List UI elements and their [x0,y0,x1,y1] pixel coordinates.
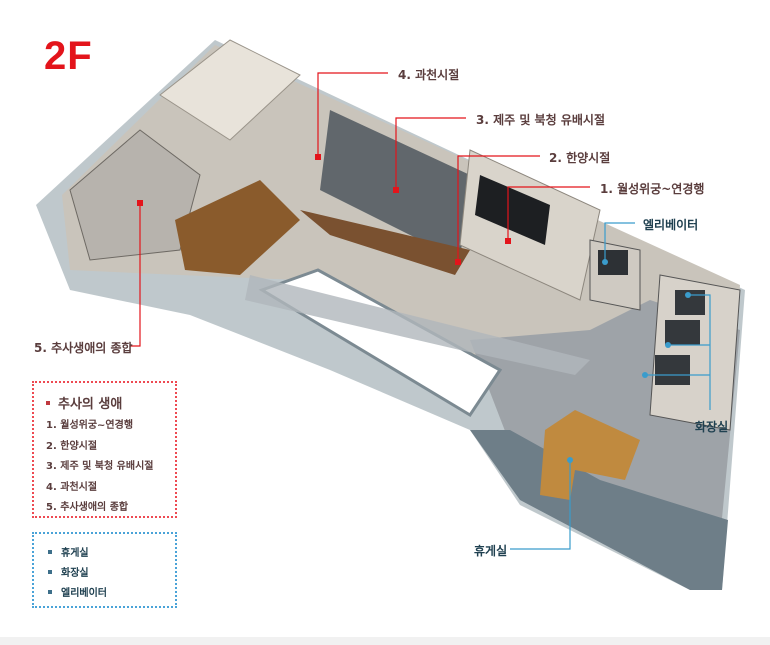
exhibit-markers [137,154,511,265]
restroom-block [649,274,741,431]
legend-item: 휴게실 [48,544,175,564]
facility-markers [567,259,691,463]
callout-hall-2: 2. 한양시절 [549,151,611,165]
exhibit-legend-title: 추사의 생애 [46,393,175,412]
room-5 [69,129,201,261]
wood-floor [175,180,300,275]
bottom-divider [0,637,770,645]
legend-item: 화장실 [48,564,175,584]
legend-item: 5. 추사생애의 종합 [46,502,129,513]
facility-leader-lines [510,222,711,550]
legend-item: 1. 월성위궁~연경행 [46,420,134,431]
legend-item: 2. 한양시절 [46,440,98,452]
callout-hall-4: 4. 과천시절 [398,68,460,82]
exhibit-wall [159,39,301,141]
restroom-stall [655,355,690,385]
callout-restroom: 화장실 [695,420,729,434]
ramp [245,275,590,375]
wood-floor [300,210,470,275]
restroom-stall [665,320,700,345]
legend-item: 엘리베이터 [48,584,175,604]
callout-hall-5: 5. 추사생애의 종합 [34,341,133,355]
legend-item: 3. 제주 및 북청 유배시절 [46,461,154,472]
facility-legend: 휴게실 화장실 엘리베이터 [32,532,177,608]
floor-label: 2F [44,34,93,78]
callout-lounge: 휴게실 [474,544,508,558]
exhibit-wall [320,110,470,260]
legend-item: 4. 과천시절 [46,481,98,493]
lower-deck [470,430,728,590]
callout-hall-1: 1. 월성위궁~연경행 [600,182,705,196]
exhibit-legend: 추사의 생애 1. 월성위궁~연경행 2. 한양시절 3. 제주 및 북청 유배… [32,381,177,518]
callout-elevator: 엘리베이터 [643,218,699,232]
exhibit-leader-lines [130,72,590,347]
lounge-wood [540,410,640,500]
exhibit-wall [475,175,550,245]
callout-hall-3: 3. 제주 및 북청 유배시절 [476,113,605,127]
